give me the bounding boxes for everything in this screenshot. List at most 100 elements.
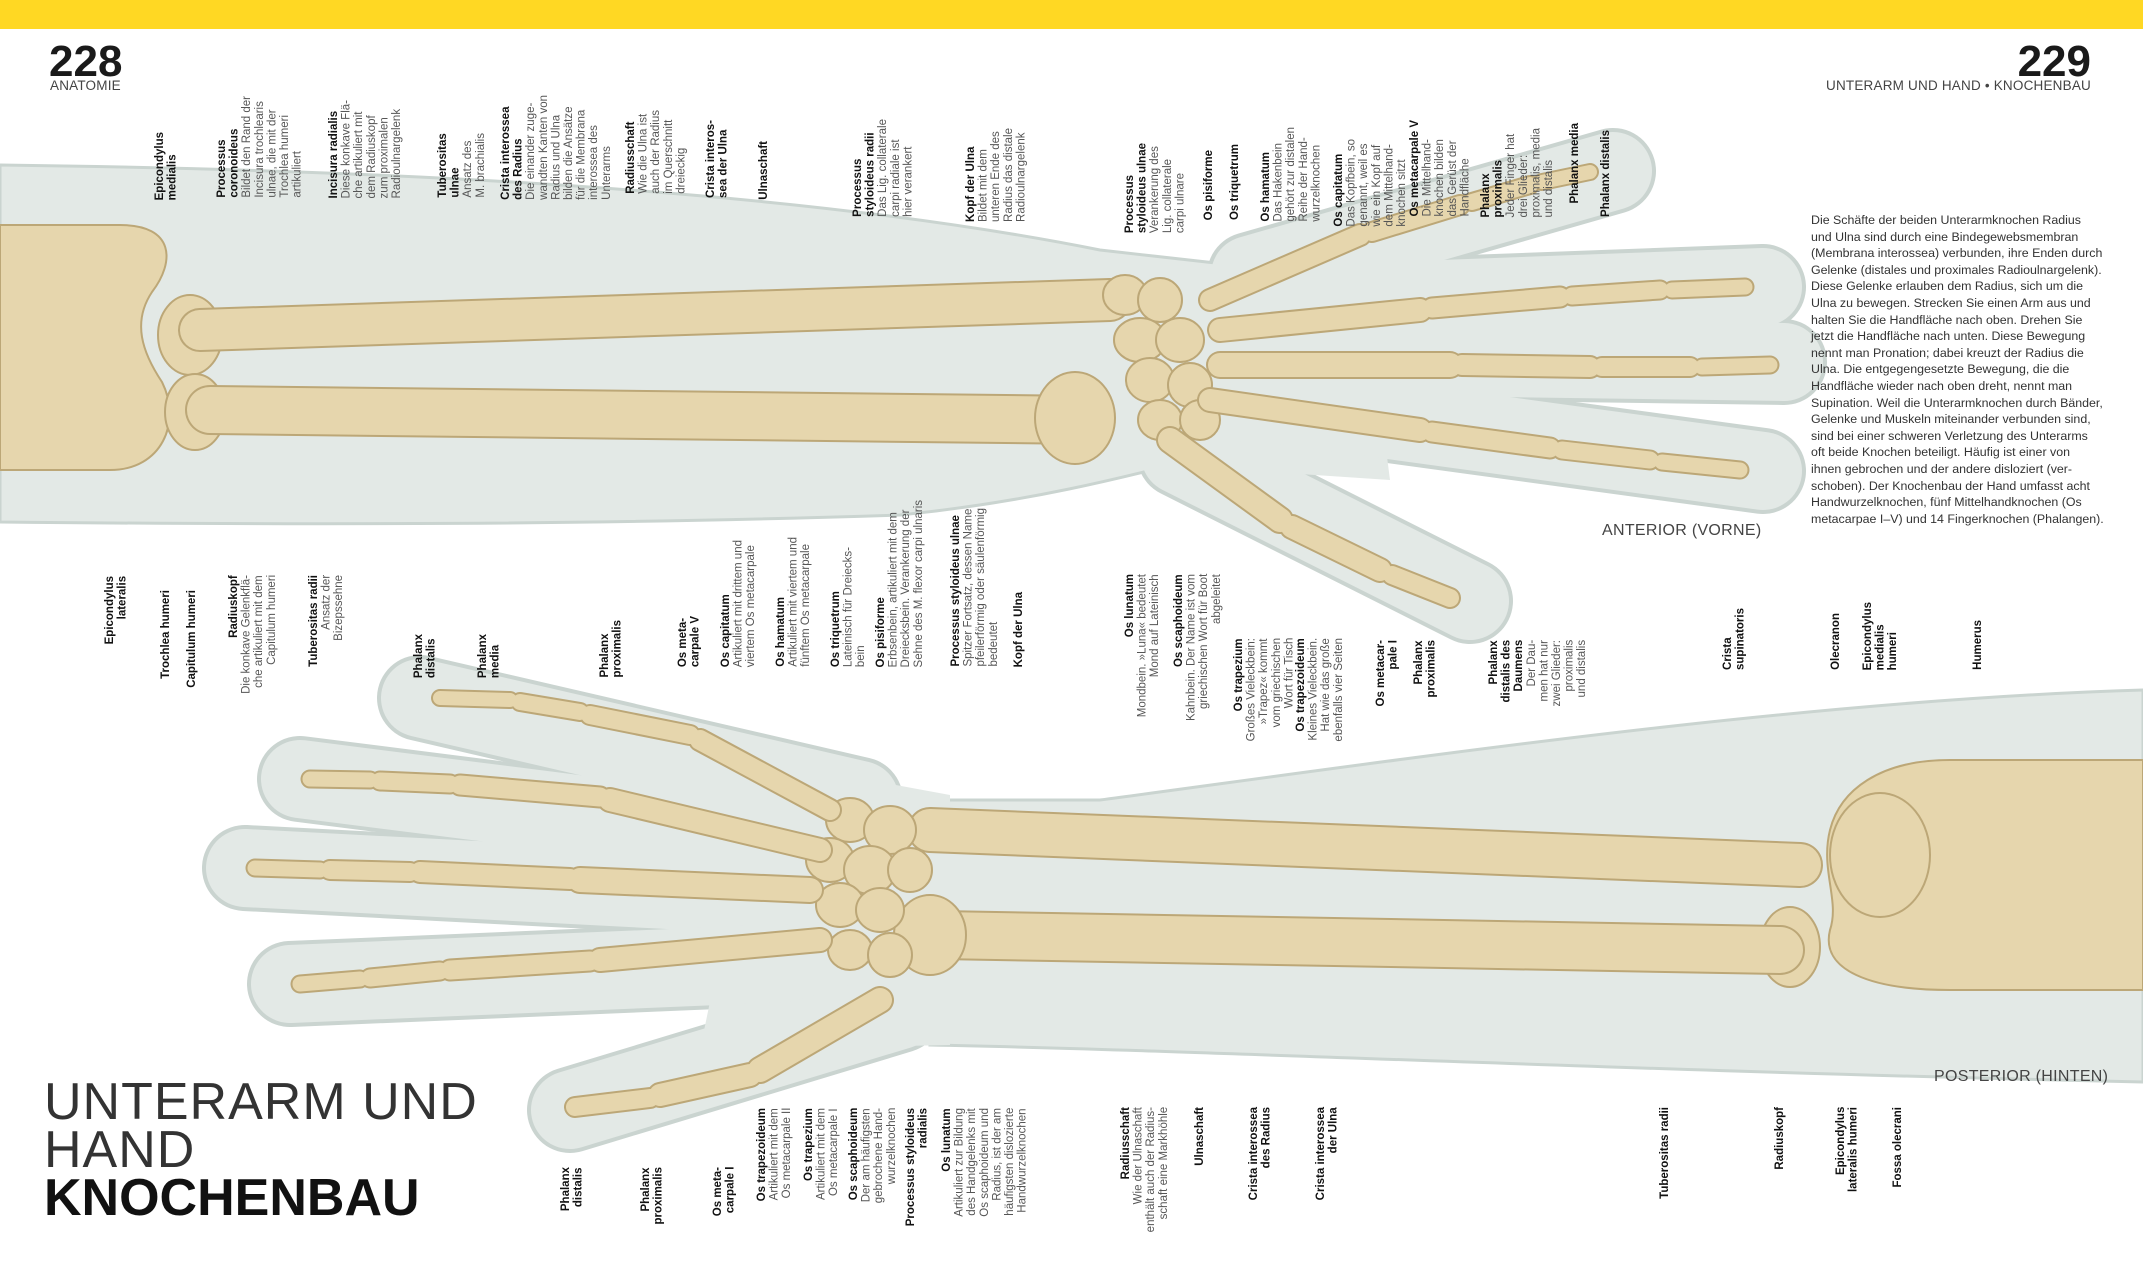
label-title: Phalanx media (1569, 123, 1581, 204)
hand-bone (1158, 428, 1292, 532)
label-title: Os lunatum (941, 1108, 953, 1172)
hand-bone (371, 772, 459, 793)
label-os-pisiforme: Os pisiforme (1203, 150, 1216, 220)
hand-bone (649, 1064, 761, 1106)
label-title: Epicondylus medialis (154, 131, 179, 200)
label-title: Os pisiforme (875, 596, 887, 667)
label-crista-interossea-der-ulna: Crista interossea der Ulna (1315, 1107, 1340, 1200)
label-title: Processus styloideus radialis (905, 1108, 930, 1227)
hand-bone (302, 771, 378, 788)
forearm-bone (909, 809, 1821, 886)
page-title-line3: KNOCHENBAU (44, 1169, 420, 1227)
label-phalanx-distalis: Phalanx distalis (560, 1167, 585, 1211)
label-title: Radiusschaft (625, 121, 637, 194)
label-title: Capitulum humeri (186, 590, 198, 688)
label-title: Crista interossea des Radius (1248, 1107, 1273, 1201)
label-phalanx-proximalis: Phalanx proximalis (599, 620, 624, 678)
label-title: Processus styloideus ulnae (1124, 142, 1149, 233)
label-description: Artikuliert zur Bildung des Handgelenks … (953, 1108, 1029, 1217)
label-epicondylus-lateralis-humeri: Epicondylus lateralis humeri (1835, 1107, 1860, 1192)
hand-bone (512, 694, 588, 720)
hand-bone (440, 951, 600, 980)
label-title: Epicondylus lateralis (104, 576, 129, 645)
label-description: Wie die Ulna ist auch der Radius im Quer… (637, 110, 688, 194)
label-description: Spitzer Fortsatz, dessen Name pfeilerför… (962, 508, 1000, 667)
label-description: Das Kopfbein, so genannt, weil es wie ei… (1345, 139, 1408, 227)
hand-bone (568, 868, 822, 902)
hand-bone (1654, 454, 1748, 478)
label-title: Os trapezoideum (1295, 638, 1307, 732)
anterior-view-label: ANTERIOR (VORNE) (1602, 522, 1762, 539)
label-description: Artikuliert mit drittem und viertem Os m… (732, 539, 758, 667)
label-title: Os pisiforme (1203, 149, 1215, 220)
label-description: Wie der Ulnaschaft enthält auch der Radi… (1132, 1107, 1170, 1233)
hand-bone (581, 706, 699, 744)
carpal-bone (887, 847, 933, 893)
label-title: Humerus (1972, 620, 1984, 670)
label-description: Mondbein. »Luna« bedeutet Mond auf Latei… (1136, 574, 1162, 718)
label-phalanx-media: Phalanx media (1569, 123, 1582, 204)
hand-bone (1422, 422, 1560, 458)
label-description: Das Hakenbein gehört zur distalen Reihe … (1272, 127, 1323, 222)
label-capitulum-humeri: Capitulum humeri (186, 590, 199, 688)
label-description: Bildet mit dem unteren Ende des Radius d… (977, 128, 1028, 222)
label-trochlea-humeri: Trochlea humeri (160, 590, 173, 679)
hand-bone (450, 775, 610, 807)
label-title: Tuberositas radii (1659, 1107, 1671, 1199)
hand-bone (1553, 441, 1659, 469)
hand-bone (321, 861, 419, 881)
label-title: Phalanx distalis (560, 1167, 585, 1212)
label-ulnaschaft: Ulnaschaft (1194, 1107, 1207, 1166)
hand-bone (1452, 355, 1600, 377)
left-page-number: 228 (49, 37, 123, 86)
label-title: Phalanx distalis (1600, 130, 1612, 217)
label-title: Olecranon (1830, 613, 1842, 670)
label-title: Crista interossea der Ulna (1315, 1107, 1340, 1201)
posterior-view-label: POSTERIOR (HINTEN) (1934, 1068, 2109, 1085)
label-title: Phalanx proximalis (640, 1167, 665, 1225)
label-kopf-der-ulna: Kopf der Ulna (1013, 592, 1026, 667)
hand-bone (599, 789, 831, 861)
hand-bone (1199, 389, 1431, 441)
label-title: Phalanx proximalis (1413, 640, 1438, 698)
label-os-meta-carpale-v: Os meta- carpale V (677, 616, 702, 667)
label-description: Großes Vieleckbein: »Trapez« kommt vom g… (1245, 638, 1296, 742)
label-description: Jeder Finger hat drei Glieder: proximali… (1505, 127, 1555, 217)
forearm-bone (180, 280, 1130, 350)
label-title: Phalanx proximalis (599, 620, 624, 678)
label-title: Os capitatum (1333, 154, 1345, 227)
label-description: Erbsenbein, artikuliert mit dem Dreiecks… (887, 499, 925, 667)
carpal-bone (1155, 317, 1205, 363)
label-title: Os lunatum (1124, 574, 1136, 638)
hand-bone (1363, 196, 1469, 241)
page-title: UNTERARM UND HAND KNOCHENBAU (44, 1076, 478, 1227)
hand-bone (1422, 287, 1570, 318)
label-title: Incisura radialis (328, 110, 340, 198)
forearm-bone (917, 912, 1803, 973)
hand-bone (1383, 566, 1459, 607)
label-phalanx-proximalis: Phalanx proximalis (1413, 640, 1438, 698)
anterior-arm-bones (0, 163, 1780, 609)
hand-bone (292, 971, 368, 992)
label-description: Die konkave Gelenkflä- che artikuliert m… (240, 575, 278, 694)
label-fossa-olecrani: Fossa olecrani (1892, 1107, 1905, 1188)
label-title: Kopf der Ulna (1013, 591, 1025, 667)
hand-bone (748, 988, 892, 1082)
label-title: Phalanx proximalis (1480, 159, 1505, 217)
label-title: Processus styloideus radii (852, 132, 877, 217)
label-title: Epicondylus medialis humeri (1862, 601, 1900, 670)
